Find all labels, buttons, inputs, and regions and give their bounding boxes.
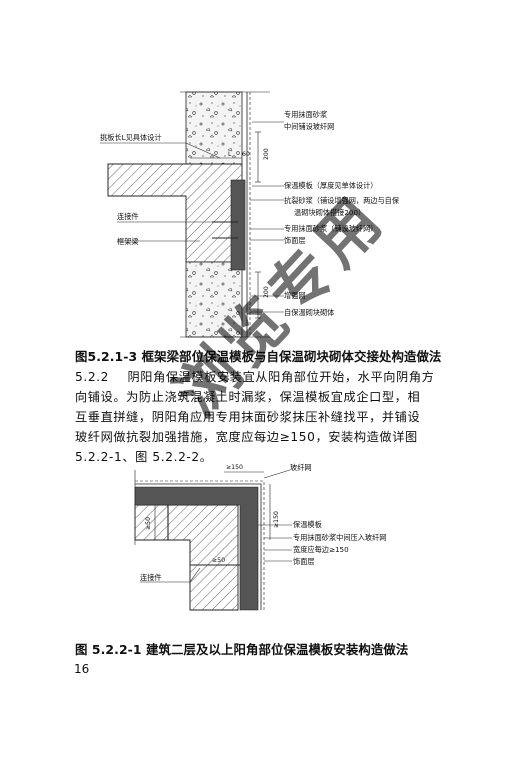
figure1-drawing: 挑板长L见具体设计 连接件 框架梁 专用抹面砂浆 中间铺设玻纤网 保温模板（厚度…	[100, 91, 400, 338]
label-mortar: 专用抹面砂浆	[284, 110, 327, 119]
section-line-5: 5.2.2-1、图 5.2.2-2。	[75, 450, 213, 464]
dim-L: L	[228, 151, 232, 158]
dim-200-upper: 200	[263, 148, 270, 160]
insulation-template	[230, 179, 246, 271]
section-line-1: 5.2.2 阴阳角保温模板安装宜从阳角部位开始，水平向阴角方	[75, 367, 434, 385]
label-reinforcement-mesh: 增强网	[284, 291, 306, 300]
dim-200-lower: 200	[263, 286, 270, 298]
label-width: 宽度应每边≥150	[293, 545, 349, 554]
label-frame-beam: 框架梁	[117, 237, 139, 246]
figure1-caption: 图5.2.1-3 框架梁部位保温模板与自保温砌块砌体交接处构造做法	[75, 349, 442, 364]
section-line-2: 向铺设。为防止浇筑混凝土时漏浆，保温模板宜成企口型，相	[75, 390, 421, 404]
section-number: 5.2.2	[75, 370, 110, 384]
label-insulation-template: 保温模板（厚度见单体设计）	[284, 181, 377, 190]
figure2-caption: 图 5.2.2-1 建筑二层及以上阳角部位保温模板安装构造做法	[75, 642, 409, 657]
section-line-4: 玻纤网做抗裂加强措施，宽度应每边≥150，安装构造做详图	[75, 430, 418, 444]
dim-150-right: ≥150	[273, 511, 280, 528]
dim-50-bottom: ≥50	[212, 557, 225, 564]
label-connector-2: 连接件	[140, 573, 162, 582]
figure2-drawing: 玻纤网 保温模板 专用抹面砂浆中间压入玻纤网 宽度应每边≥150 饰面层 连接件…	[134, 463, 386, 611]
label-mortar-mesh-2: 专用抹面砂浆中间压入玻纤网	[293, 533, 386, 542]
section-text-1: 阴阳角保温模板安装宜从阳角部位开始，水平向阴角方	[127, 370, 435, 384]
dim-50-left: ≥50	[145, 517, 152, 530]
lower-block-wall	[185, 261, 243, 338]
label-finish-layer: 饰面层	[284, 236, 306, 245]
label-anti-crack-2: 温砌块砌体搭接200）	[294, 208, 365, 217]
section-line-3: 互垂直拼缝，阴阳角应用专用抹面砂浆抹压补缝找平，并铺设	[75, 410, 421, 424]
dim-150-top: ≥150	[226, 464, 243, 471]
upper-block-wall	[185, 91, 243, 165]
page-number: 16	[74, 662, 90, 676]
label-finish-layer-2: 饰面层	[293, 557, 315, 566]
label-glass-fiber-mesh: 玻纤网	[290, 463, 312, 472]
label-mesh-mid: 中间铺设玻纤网	[284, 122, 334, 131]
label-mortar-mesh: 专用抹面砂浆（铺设玻纤网）	[284, 224, 377, 233]
label-insulation-template-2: 保温模板	[293, 520, 322, 529]
label-anti-crack-1: 抗裂砂浆（铺设增强网，两边与自保	[284, 196, 400, 205]
label-tiaoban: 挑板长L见具体设计	[100, 133, 162, 142]
label-connector: 连接件	[117, 212, 139, 221]
dim-60: 60	[242, 151, 250, 158]
label-self-insulating-block: 自保温砌块砌体	[284, 308, 334, 317]
